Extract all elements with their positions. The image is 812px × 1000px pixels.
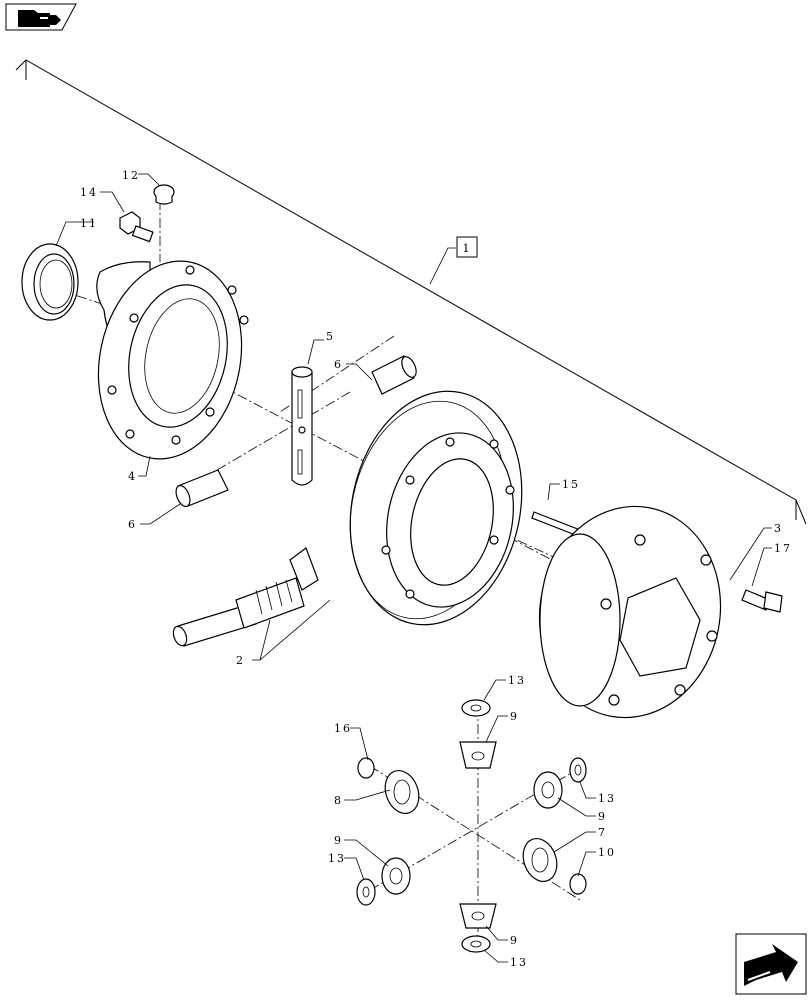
callout-4: 4 [128, 470, 137, 483]
pinion-shaft [172, 547, 319, 647]
pinion-gear-left [381, 857, 411, 895]
roll-pin [531, 511, 581, 537]
seal-ring [21, 243, 79, 321]
callout-13-top: 13 [508, 674, 526, 687]
plug [153, 184, 175, 205]
callout-16: 16 [334, 722, 352, 735]
side-gear-left [384, 770, 420, 814]
callout-8: 8 [334, 794, 343, 807]
callout-17: 17 [774, 542, 792, 555]
callout-13-left: 13 [328, 852, 346, 865]
callout-5: 5 [326, 330, 335, 343]
cross-shaft [291, 366, 313, 486]
thrust-washer-bottom [461, 935, 491, 953]
callout-7: 7 [598, 826, 607, 839]
assembly-ref-box: 1 [456, 236, 478, 258]
snap-ring-left [357, 757, 375, 779]
callout-2: 2 [236, 654, 245, 667]
callout-1: 1 [463, 242, 472, 255]
callout-10: 10 [598, 846, 616, 859]
pinion-gear-top [459, 741, 497, 769]
callout-9-left: 9 [334, 834, 343, 847]
callout-15: 15 [562, 478, 580, 491]
next-page-arrow-icon[interactable] [735, 933, 807, 995]
callout-6-lower: 6 [128, 518, 137, 531]
differential-housing-case [538, 505, 722, 719]
callout-13-bottom: 13 [510, 956, 528, 969]
fitting [119, 211, 154, 243]
assembly-bracket [15, 59, 807, 525]
callout-6-upper: 6 [334, 358, 343, 371]
pinion-gear-bottom [459, 903, 497, 929]
thrust-washer-left [356, 878, 376, 906]
callout-9-bottom: 9 [510, 934, 519, 947]
callout-12: 12 [122, 169, 140, 182]
callout-labels: 11 12 14 5 6 4 6 2 15 3 17 13 9 16 8 13 … [80, 169, 792, 969]
snap-ring-right [569, 873, 587, 895]
thrust-washer-top [461, 699, 491, 717]
bolt [741, 589, 783, 613]
callout-13-right: 13 [598, 792, 616, 805]
pin-upper [371, 355, 417, 395]
differential-housing-half [96, 260, 249, 460]
callout-9-top: 9 [510, 710, 519, 723]
ring-gear [349, 390, 523, 626]
pin-lower [175, 469, 229, 508]
callout-11: 11 [80, 217, 98, 230]
callout-9-right: 9 [598, 810, 607, 823]
side-gear-right [522, 838, 558, 882]
callout-14: 14 [80, 186, 98, 199]
callout-3: 3 [774, 522, 783, 535]
pinion-gear-right [533, 771, 563, 809]
folder-arrow-icon[interactable] [5, 3, 77, 31]
leader-lines [55, 173, 772, 963]
thrust-washer-right [569, 757, 587, 783]
